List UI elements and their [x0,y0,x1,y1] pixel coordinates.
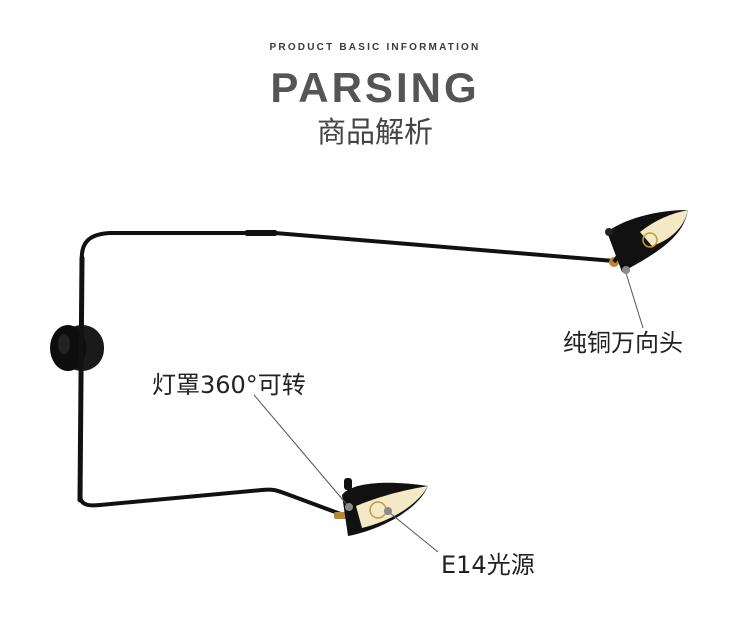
leader-dots [345,266,630,515]
callout-bulb-type: E14光源 [441,551,535,579]
upper-lamp-head [605,210,688,272]
wall-mount-icon [50,325,104,371]
page-title: PARSING [270,64,480,111]
eyebrow-text: PRODUCT BASIC INFORMATION [269,42,481,53]
leader-lines [253,272,644,553]
lower-arm [78,487,348,518]
callout-brass-joint: 纯铜万向头 [563,329,683,357]
arm-sleeve [245,230,277,236]
lamp-post [77,255,85,503]
callout-shade-rotation: 灯罩360°可转 [152,371,306,399]
upper-arm [79,231,616,264]
page-subtitle: 商品解析 [316,115,433,149]
